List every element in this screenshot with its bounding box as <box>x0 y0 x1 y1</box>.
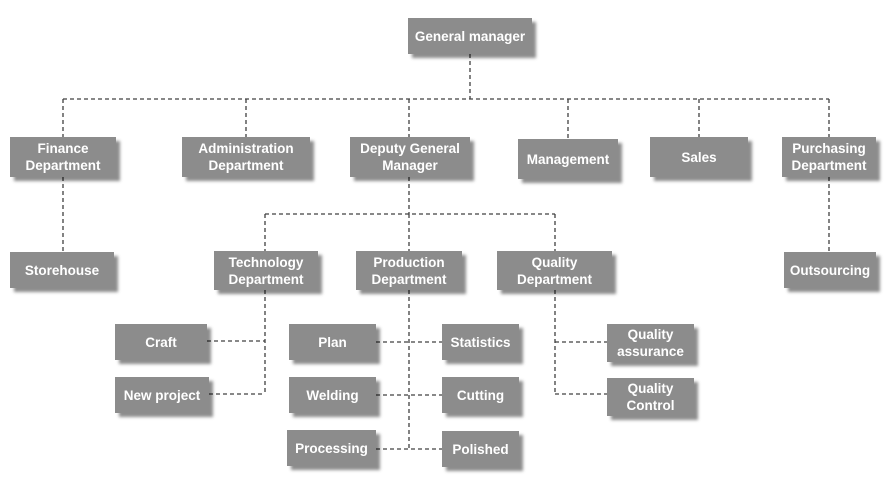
node-quality-control: Quality Control <box>607 378 694 416</box>
node-processing: Processing <box>287 430 376 466</box>
node-new-project: New project <box>115 377 209 413</box>
node-label: Deputy General Manager <box>360 141 460 173</box>
node-craft: Craft <box>115 324 207 360</box>
node-sales: Sales <box>650 137 748 177</box>
node-polished: Polished <box>442 431 519 467</box>
node-deputy-general-manager: Deputy General Manager <box>350 137 470 177</box>
node-label: Purchasing Department <box>791 141 867 173</box>
node-plan: Plan <box>289 324 376 360</box>
node-statistics: Statistics <box>442 324 519 360</box>
node-storehouse: Storehouse <box>10 252 114 288</box>
node-label: Production Department <box>371 254 447 287</box>
node-label: Quality Control <box>626 381 675 413</box>
node-label: Quality Department <box>516 254 592 287</box>
node-finance-department: Finance Department <box>10 137 116 177</box>
node-general-manager: General manager <box>408 18 532 54</box>
node-cutting: Cutting <box>442 377 519 413</box>
node-administration-department: Administration Department <box>182 137 310 177</box>
node-label: Administration Department <box>198 141 294 173</box>
node-technology-department: Technology Department <box>214 251 318 290</box>
node-purchasing-department: Purchasing Department <box>782 137 876 177</box>
node-label: Quality assurance <box>617 327 684 359</box>
node-label: Finance Department <box>25 141 101 173</box>
node-quality-department: Quality Department <box>497 251 612 290</box>
node-quality-assurance: Quality assurance <box>607 324 694 362</box>
node-management: Management <box>518 139 618 179</box>
node-label: Technology Department <box>228 254 304 287</box>
node-welding: Welding <box>289 377 376 413</box>
node-production-department: Production Department <box>356 251 462 290</box>
node-outsourcing: Outsourcing <box>784 252 876 288</box>
